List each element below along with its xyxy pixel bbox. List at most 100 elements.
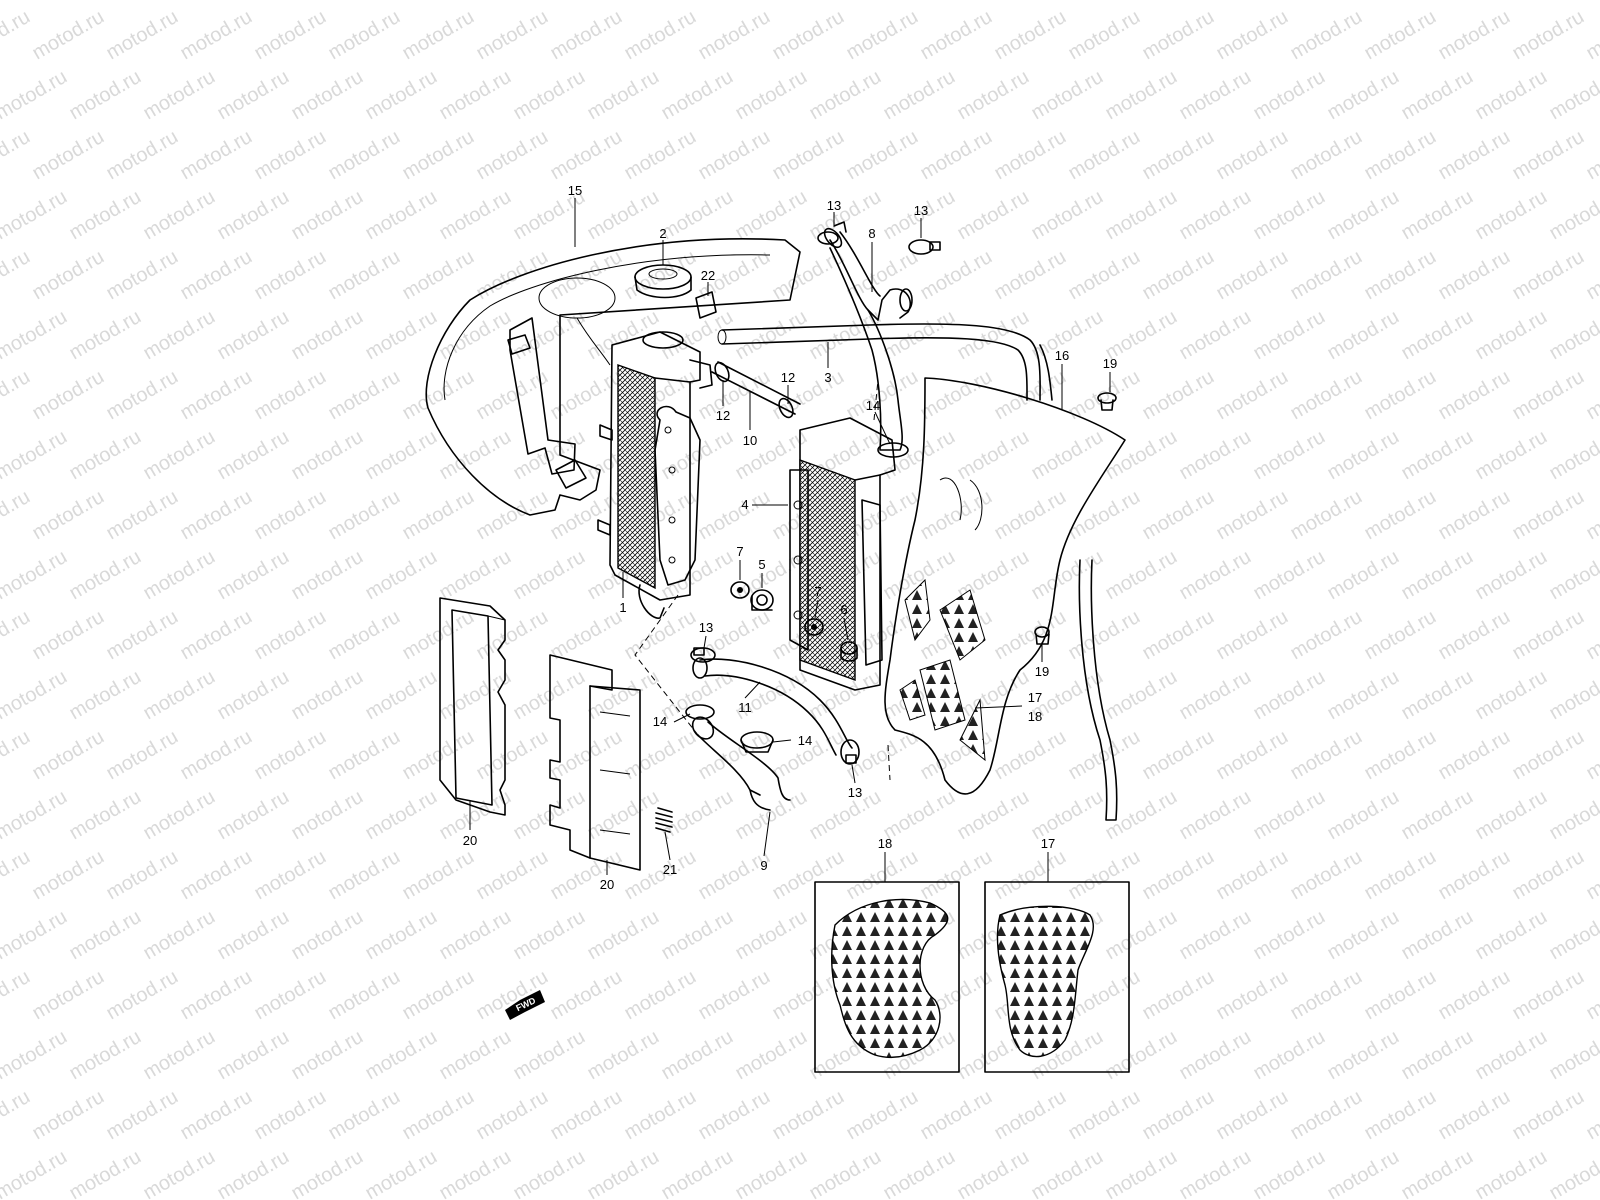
watermark-text: motod.ru [1287, 486, 1366, 545]
watermark-text: motod.ru [0, 186, 71, 245]
watermark-text: motod.ru [1324, 666, 1403, 725]
watermark-text: motod.ru [1028, 786, 1107, 845]
watermark-text: motod.ru [140, 1026, 219, 1085]
watermark-text: motod.ru [325, 126, 404, 185]
watermark-text: motod.ru [1583, 126, 1600, 185]
watermark-text: motod.ru [658, 906, 737, 965]
callout-5: 5 [758, 557, 765, 572]
watermark-text: motod.ru [695, 1086, 774, 1145]
watermark-text: motod.ru [1435, 486, 1514, 545]
watermark-text: motod.ru [214, 66, 293, 125]
watermark-text: motod.ru [1583, 606, 1600, 665]
watermark-text: motod.ru [658, 186, 737, 245]
watermark-text: motod.ru [1065, 6, 1144, 65]
watermark-text: motod.ru [288, 666, 367, 725]
watermark-text: motod.ru [0, 786, 71, 845]
watermark-text: motod.ru [1139, 1086, 1218, 1145]
watermark-text: motod.ru [177, 246, 256, 305]
watermark-text: motod.ru [584, 786, 663, 845]
watermark-text: motod.ru [1065, 606, 1144, 665]
shroud-part-16 [884, 344, 1126, 821]
watermark-text: motod.ru [510, 666, 589, 725]
callout-9: 9 [760, 858, 767, 873]
watermark-text: motod.ru [473, 6, 552, 65]
watermark-text: motod.ru [1546, 1146, 1600, 1200]
watermark-text: motod.ru [1472, 186, 1551, 245]
watermark-text: motod.ru [1583, 966, 1600, 1025]
watermark-text: motod.ru [0, 1026, 71, 1085]
watermark-text: motod.ru [251, 486, 330, 545]
watermark-text: motod.ru [251, 1086, 330, 1145]
watermark-text: motod.ru [584, 66, 663, 125]
watermark-text: motod.ru [806, 66, 885, 125]
watermark-text: motod.ru [0, 666, 71, 725]
watermark-text: motod.ru [584, 186, 663, 245]
watermark-text: motod.ru [66, 426, 145, 485]
watermark-text: motod.ru [1546, 0, 1600, 4]
watermark-text: motod.ru [436, 666, 515, 725]
watermark-text: motod.ru [251, 846, 330, 905]
watermark-text: motod.ru [1287, 606, 1366, 665]
watermark-text: motod.ru [917, 6, 996, 65]
watermark-text: motod.ru [1435, 1086, 1514, 1145]
watermark-text: motod.ru [954, 666, 1033, 725]
watermark-text: motod.ru [584, 1026, 663, 1085]
watermark-text: motod.ru [1176, 426, 1255, 485]
watermark-text: motod.ru [880, 426, 959, 485]
watermark-text: motod.ru [1139, 486, 1218, 545]
watermark-text: motod.ru [140, 666, 219, 725]
watermark-text: motod.ru [917, 846, 996, 905]
spring-part-21 [655, 807, 673, 833]
watermark-text: motod.ru [0, 1086, 34, 1145]
watermark-text: motod.ru [1139, 726, 1218, 785]
watermark-text: motod.ru [1546, 66, 1600, 125]
watermark-text: motod.ru [1176, 546, 1255, 605]
watermark-text: motod.ru [140, 306, 219, 365]
callout-14: 14 [653, 714, 667, 729]
watermark-text: motod.ru [325, 366, 404, 425]
watermark-text: motod.ru [399, 966, 478, 1025]
watermark-text: motod.ru [1509, 486, 1588, 545]
watermark-text: motod.ru [1065, 726, 1144, 785]
watermark-text: motod.ru [436, 906, 515, 965]
watermark-text: motod.ru [1139, 966, 1218, 1025]
watermark-text: motod.ru [325, 246, 404, 305]
watermark-text: motod.ru [547, 846, 626, 905]
watermark-text: motod.ru [362, 786, 441, 845]
watermark-text: motod.ru [991, 366, 1070, 425]
watermark-text: motod.ru [473, 486, 552, 545]
watermark-text: motod.ru [1435, 246, 1514, 305]
watermark-text: motod.ru [1176, 306, 1255, 365]
watermark-text: motod.ru [66, 66, 145, 125]
watermark-text: motod.ru [103, 726, 182, 785]
watermark-text: motod.ru [214, 186, 293, 245]
watermark-text: motod.ru [991, 486, 1070, 545]
watermark-text: motod.ru [732, 186, 811, 245]
watermark-text: motod.ru [1139, 846, 1218, 905]
watermark-text: motod.ru [547, 726, 626, 785]
watermark-text: motod.ru [1065, 486, 1144, 545]
callout-2: 2 [659, 226, 666, 241]
watermark-text: motod.ru [1472, 306, 1551, 365]
watermark-text: motod.ru [1361, 606, 1440, 665]
watermark-text: motod.ru [1398, 0, 1477, 4]
watermark-text: motod.ru [1435, 846, 1514, 905]
watermark-text: motod.ru [473, 726, 552, 785]
clamp-13-lower-left [690, 647, 716, 663]
watermark-text: motod.ru [584, 906, 663, 965]
watermark-text: motod.ru [1435, 606, 1514, 665]
watermark-text: motod.ru [1546, 306, 1600, 365]
watermark-text: motod.ru [251, 366, 330, 425]
watermark-text: motod.ru [843, 366, 922, 425]
watermark-text: motod.ru [1583, 1086, 1600, 1145]
watermark-text: motod.ru [436, 306, 515, 365]
watermark-text: motod.ru [658, 546, 737, 605]
watermark-text: motod.ru [880, 66, 959, 125]
watermark-text: motod.ru [214, 666, 293, 725]
watermark-text: motod.ru [1583, 246, 1600, 305]
watermark-text: motod.ru [66, 666, 145, 725]
watermark-text: motod.ru [66, 186, 145, 245]
watermark-text: motod.ru [214, 786, 293, 845]
watermark-text: motod.ru [769, 246, 848, 305]
watermark-text: motod.ru [991, 846, 1070, 905]
